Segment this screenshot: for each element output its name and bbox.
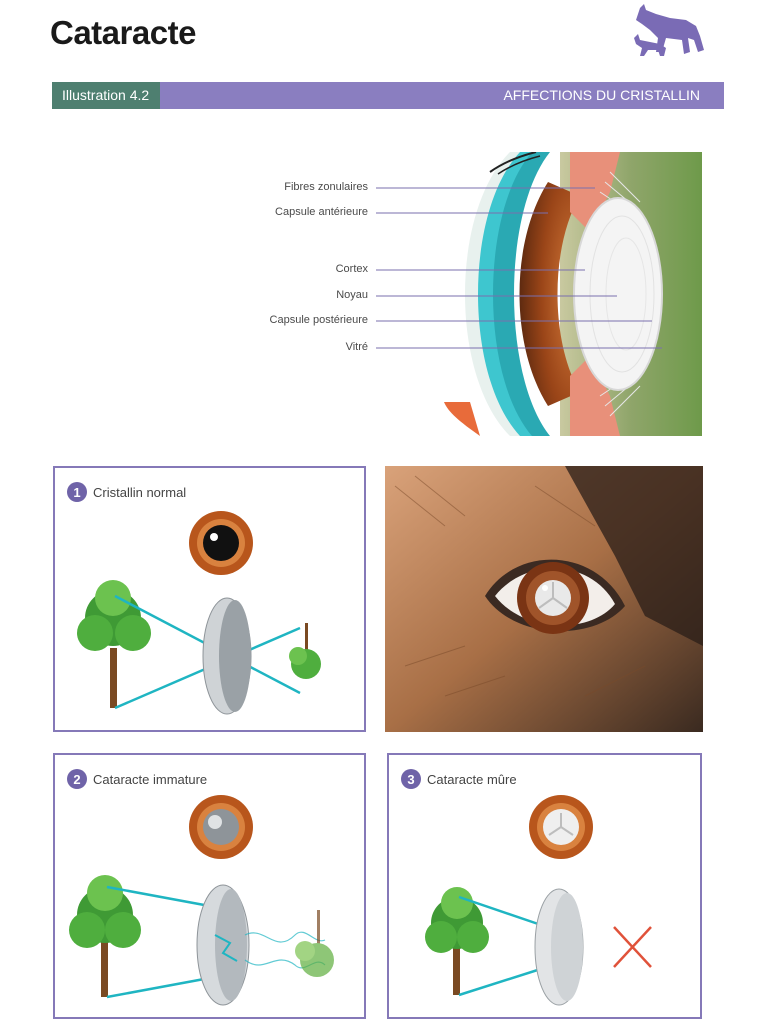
blurred-inverted-tree-image (295, 910, 334, 977)
label-nucleus: Noyau (336, 289, 368, 301)
step-number: 1 (67, 482, 87, 502)
section-heading: AFFECTIONS DU CRISTALLIN (503, 87, 700, 103)
inverted-tree-image (289, 623, 321, 679)
immature-cataract-diagram (69, 795, 334, 1006)
label-zonular-fibres: Fibres zonulaires (284, 181, 368, 193)
panel-2-title: 2 Cataracte immature (67, 769, 207, 789)
page-title: Cataracte (50, 14, 196, 51)
immature-cataract-eye-icon (189, 795, 253, 859)
panel-immature-cataract: 2 Cataracte immature (53, 753, 366, 1019)
label-posterior-capsule: Capsule postérieure (269, 314, 368, 326)
mature-cataract-eye-icon (529, 795, 593, 859)
section-banner: Illustration 4.2 AFFECTIONS DU CRISTALLI… (52, 82, 724, 109)
label-anterior-capsule: Capsule antérieure (275, 206, 368, 218)
panel-normal-lens: 1 Cristallin normal (53, 466, 366, 732)
dog-cat-logo-icon (634, 4, 704, 56)
panel-mature-cataract: 3 Cataracte mûre (387, 753, 702, 1019)
step-number: 3 (401, 769, 421, 789)
normal-eye-icon (189, 511, 253, 575)
label-vitreous: Vitré (345, 341, 368, 353)
panel-label: Cataracte immature (93, 771, 208, 787)
panel-3-title: 3 Cataracte mûre (401, 769, 517, 789)
panel-1-title: 1 Cristallin normal (67, 482, 186, 502)
tree-icon (77, 580, 151, 708)
illustration-number: Illustration 4.2 (52, 82, 160, 109)
eye-cross-section-illustration (440, 152, 702, 436)
red-cross-icon (613, 926, 652, 968)
mature-cataract-diagram (425, 795, 652, 1006)
panel-label: Cristallin normal (93, 484, 187, 500)
step-number: 2 (67, 769, 87, 789)
dog-eye-cataract-illustration (385, 466, 703, 732)
tree-icon (69, 875, 141, 997)
panel-label: Cataracte mûre (427, 771, 517, 787)
normal-lens-diagram (77, 511, 321, 715)
tree-icon (425, 887, 489, 995)
label-cortex: Cortex (335, 263, 368, 275)
